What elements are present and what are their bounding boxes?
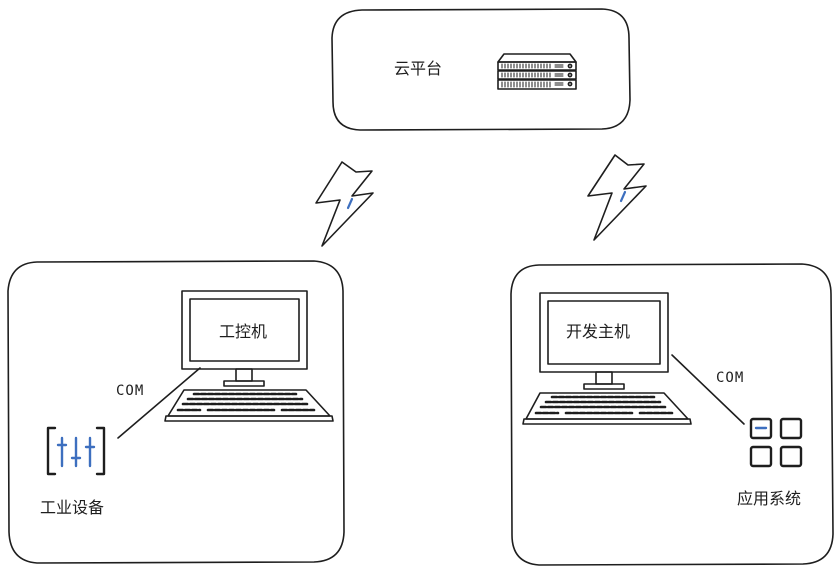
grid-apps-icon bbox=[749, 417, 803, 468]
right-group-box bbox=[510, 263, 834, 566]
left-pc-monitor bbox=[181, 290, 308, 387]
left-com-label: COM bbox=[116, 383, 145, 399]
lightning-bolt-icon bbox=[315, 161, 374, 247]
left-com-connection bbox=[117, 367, 201, 439]
cloud-platform-box bbox=[331, 8, 631, 131]
application-system-label: 应用系统 bbox=[737, 489, 802, 508]
right-pc-label: 开发主机 bbox=[566, 322, 631, 341]
left-group-box bbox=[7, 260, 345, 564]
industrial-device-label: 工业设备 bbox=[40, 498, 105, 517]
sliders-icon bbox=[46, 426, 106, 476]
lightning-bolt-icon bbox=[587, 154, 647, 241]
server-rack-icon bbox=[497, 53, 577, 90]
right-com-connection bbox=[671, 354, 745, 425]
cloud-platform-label: 云平台 bbox=[394, 59, 443, 78]
left-pc-label: 工控机 bbox=[219, 322, 268, 341]
left-keyboard bbox=[164, 389, 334, 422]
right-com-label: COM bbox=[716, 370, 745, 386]
right-pc-monitor bbox=[539, 292, 669, 390]
right-keyboard bbox=[522, 392, 692, 425]
